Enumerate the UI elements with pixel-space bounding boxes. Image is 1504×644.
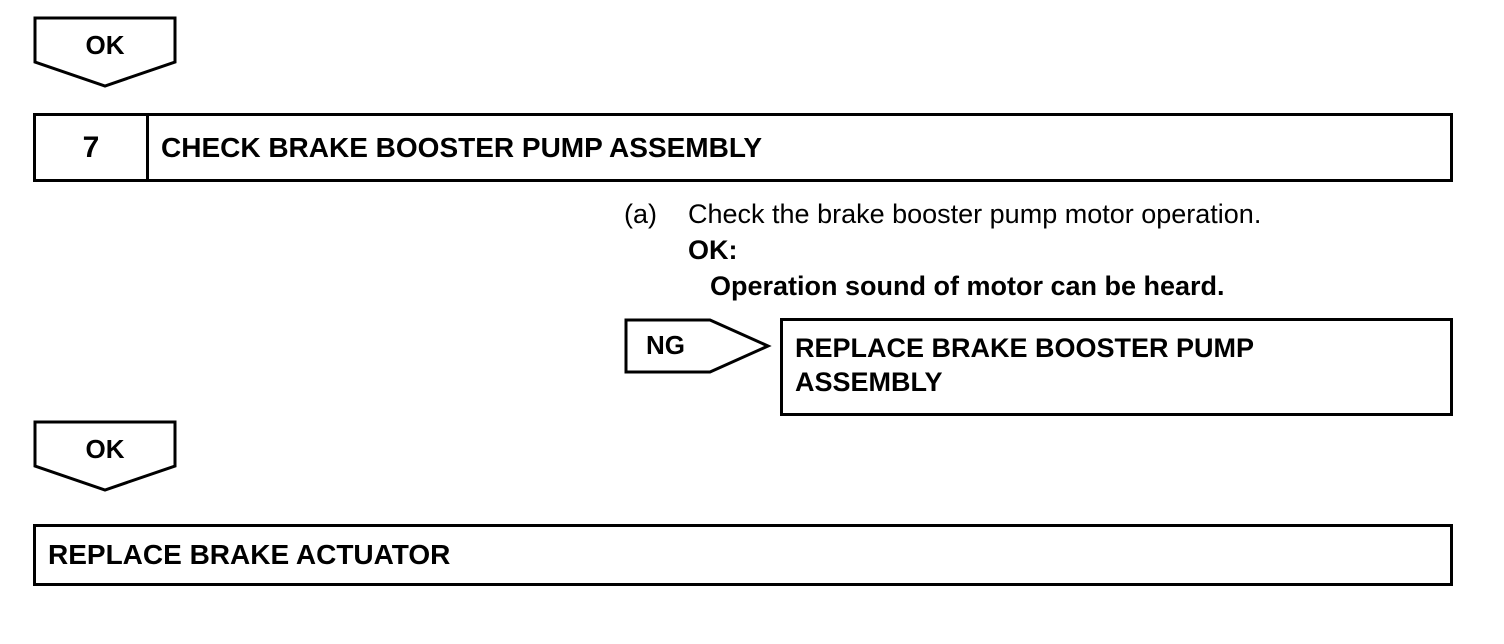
ok-label: OK:	[688, 235, 738, 265]
instruction-text: Check the brake booster pump motor opera…	[688, 199, 1262, 229]
ok-badge-bottom: OK	[33, 420, 177, 492]
ng-result-line2: ASSEMBLY	[795, 367, 943, 397]
step-number: 7	[36, 116, 149, 179]
ng-badge-label: NG	[646, 330, 685, 360]
final-action-box: REPLACE BRAKE ACTUATOR	[33, 524, 1453, 586]
final-action-text: REPLACE BRAKE ACTUATOR	[48, 539, 451, 570]
down-pentagon-icon	[33, 16, 177, 88]
ng-result-line1: REPLACE BRAKE BOOSTER PUMP	[795, 333, 1255, 363]
ng-result-box: REPLACE BRAKE BOOSTER PUMP ASSEMBLY	[780, 318, 1453, 416]
ng-badge: NG	[624, 318, 772, 374]
ok-criteria: Operation sound of motor can be heard.	[710, 271, 1225, 301]
ok-badge-label: OK	[85, 434, 125, 464]
ok-badge-top: OK	[33, 16, 177, 88]
instruction-marker: (a)	[624, 199, 657, 229]
step-header: 7 CHECK BRAKE BOOSTER PUMP ASSEMBLY	[33, 113, 1453, 182]
step-title: CHECK BRAKE BOOSTER PUMP ASSEMBLY	[161, 131, 763, 163]
down-pentagon-icon	[33, 420, 177, 492]
ok-badge-label: OK	[85, 30, 125, 60]
right-pentagon-icon	[624, 318, 772, 374]
